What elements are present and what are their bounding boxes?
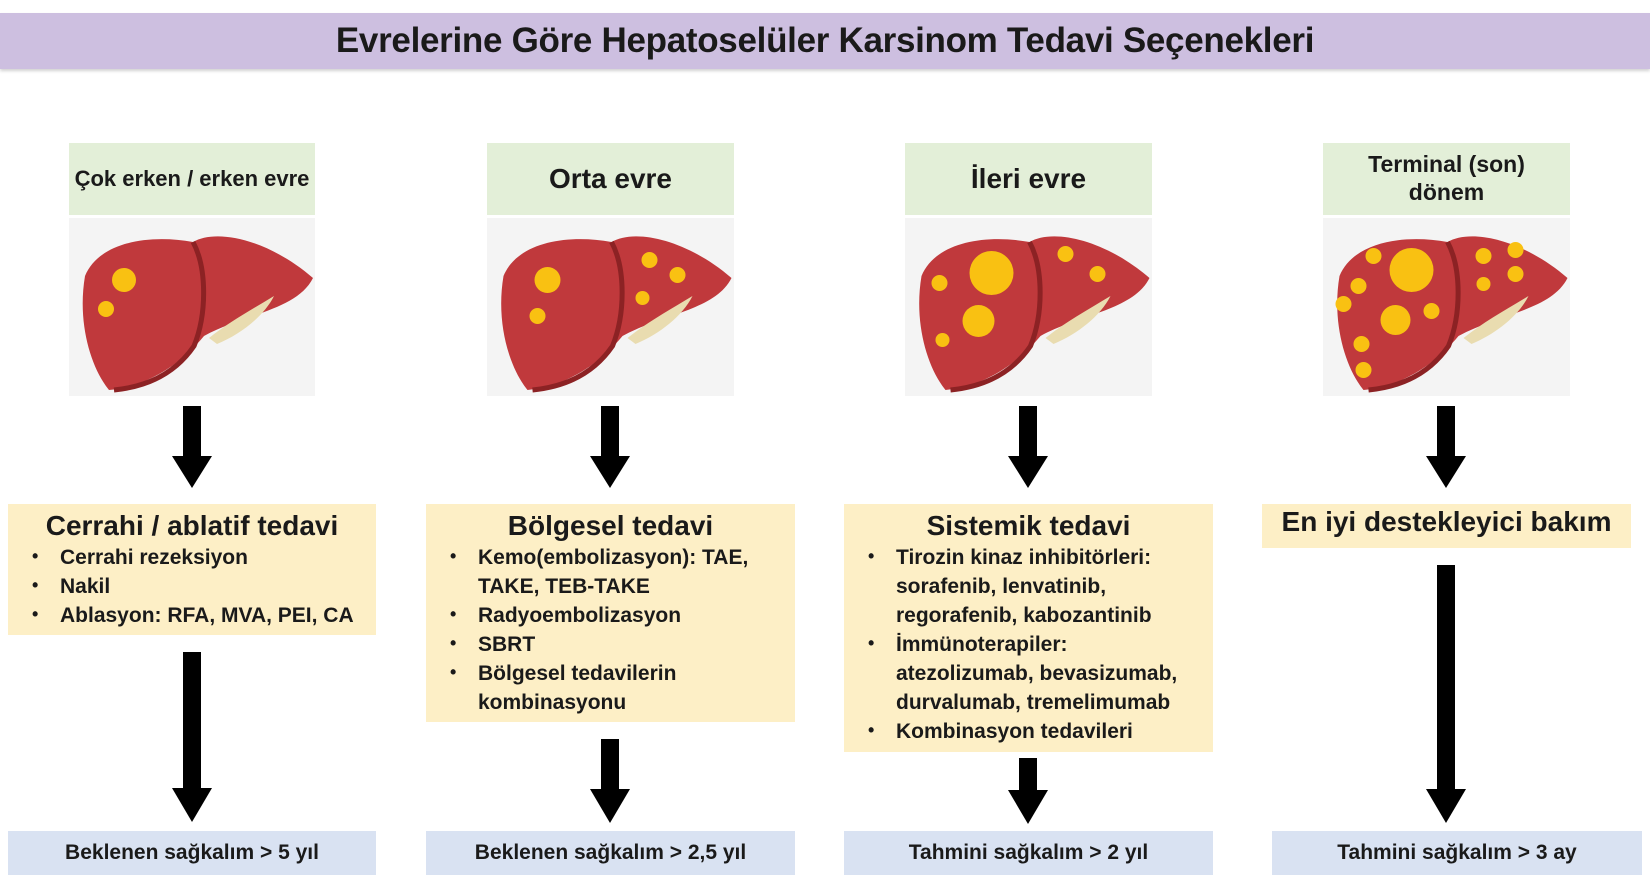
tumor-dot (1365, 248, 1382, 264)
arrow-down-icon (1426, 406, 1466, 488)
survival-box-advanced: Tahmini sağkalım > 2 yıl (844, 831, 1213, 875)
liver-advanced-svg (919, 236, 1150, 393)
stage-label-intermediate: Orta evre (487, 143, 734, 215)
survival-box-terminal: Tahmini sağkalım > 3 ay (1272, 831, 1642, 875)
treatment-box-intermediate: Bölgesel tedavi Kemo(embolizasyon): TAE,… (426, 504, 795, 722)
tumor-dot (112, 268, 136, 292)
treatment-item: Radyoembolizasyon (450, 602, 785, 631)
tumor-dot (669, 267, 686, 283)
arrow-down-icon (172, 406, 212, 488)
liver-illustration-terminal (1323, 218, 1570, 396)
stage-label-terminal: Terminal (son) dönem (1323, 143, 1570, 215)
arrow-down-icon (1008, 406, 1048, 488)
tumor-dot (1355, 362, 1372, 378)
arrow-down-icon (1426, 565, 1466, 823)
tumor-dot (1507, 266, 1524, 282)
tumor-dot (1380, 305, 1411, 335)
tumor-dot (931, 275, 948, 291)
liver-terminal-svg (1335, 236, 1568, 393)
treatment-title: En iyi destekleyici bakım (1281, 506, 1612, 537)
treatment-title: Cerrahi / ablatif tedavi (45, 510, 339, 541)
treatment-item: SBRT (450, 631, 785, 660)
treatment-box-terminal: En iyi destekleyici bakım (1262, 504, 1631, 548)
tumor-dot (1057, 246, 1074, 262)
treatment-list: Cerrahi rezeksiyon Nakil Ablasyon: RFA, … (18, 544, 366, 631)
arrow-down-icon (1008, 758, 1048, 824)
tumor-dot (529, 308, 546, 324)
survival-box-intermediate: Beklenen sağkalım > 2,5 yıl (426, 831, 795, 875)
liver-illustration-intermediate (487, 218, 734, 396)
treatment-item: Kemo(embolizasyon): TAE, TAKE, TEB-TAKE (450, 544, 785, 602)
liver-illustration-early (69, 218, 315, 396)
liver-illustration-advanced (905, 218, 1152, 396)
treatment-list: Tirozin kinaz inhibitörleri: sorafenib, … (854, 544, 1203, 747)
tumor-dot (534, 267, 561, 293)
tumor-dot (635, 291, 650, 305)
liver-intermediate-svg (501, 236, 732, 393)
survival-box-early: Beklenen sağkalım > 5 yıl (8, 831, 376, 875)
treatment-item: İmmünoterapiler: atezolizumab, bevasizum… (868, 631, 1203, 718)
tumor-dot (1089, 266, 1106, 282)
treatment-box-advanced: Sistemik tedavi Tirozin kinaz inhibitörl… (844, 504, 1213, 752)
tumor-dot (641, 252, 658, 268)
treatment-list: Kemo(embolizasyon): TAE, TAKE, TEB-TAKE … (436, 544, 785, 718)
treatment-box-early: Cerrahi / ablatif tedavi Cerrahi rezeksi… (8, 504, 376, 635)
treatment-item: Ablasyon: RFA, MVA, PEI, CA (32, 602, 366, 631)
arrow-down-icon (590, 406, 630, 488)
tumor-dot (1350, 278, 1367, 294)
tumor-dot (1335, 296, 1352, 312)
treatment-item: Tirozin kinaz inhibitörleri: sorafenib, … (868, 544, 1203, 631)
stage-label-advanced: İleri evre (905, 143, 1152, 215)
arrow-down-icon (172, 652, 212, 822)
arrow-down-icon (590, 739, 630, 823)
treatment-item: Cerrahi rezeksiyon (32, 544, 366, 573)
tumor-dot (962, 305, 995, 337)
liver-early-svg (82, 236, 313, 393)
treatment-item: Bölgesel tedavilerin kombinasyonu (450, 660, 785, 718)
tumor-dot (1476, 277, 1491, 291)
diagram-title: Evrelerine Göre Hepatoselüler Karsinom T… (0, 13, 1650, 69)
stage-label-early: Çok erken / erken evre (69, 143, 315, 215)
treatment-title: Bölgesel tedavi (507, 510, 714, 541)
treatment-item: Nakil (32, 573, 366, 602)
tumor-dot (1507, 242, 1524, 258)
tumor-dot (1389, 248, 1434, 292)
tumor-dot (935, 333, 950, 347)
tumor-dot (969, 251, 1014, 295)
treatment-title: Sistemik tedavi (926, 510, 1131, 541)
tumor-dot (98, 301, 114, 317)
tumor-dot (1475, 248, 1492, 264)
treatment-item: Kombinasyon tedavileri (868, 718, 1203, 747)
tumor-dot (1423, 303, 1440, 319)
tumor-dot (1353, 336, 1370, 352)
